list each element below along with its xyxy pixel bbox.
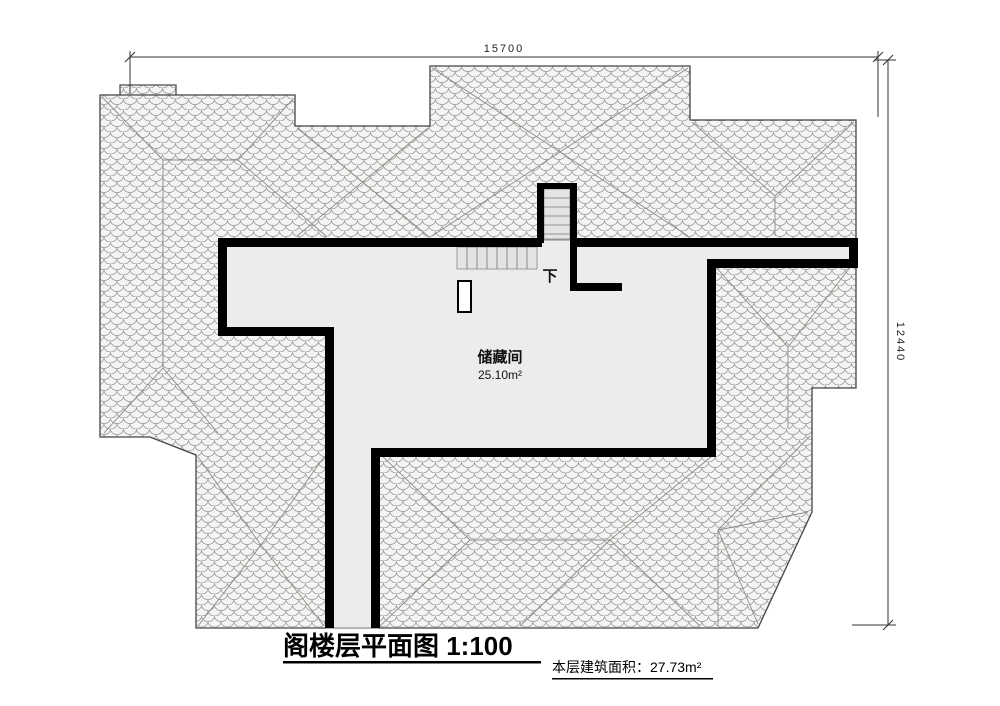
wall-top-left <box>218 238 542 247</box>
wall-top-right <box>573 238 858 247</box>
walls <box>218 183 858 628</box>
floor-area-note-underline <box>552 678 713 680</box>
wall-stair-left <box>537 183 544 243</box>
wall-right-step <box>707 259 858 268</box>
stair-upper-treads <box>544 197 570 235</box>
wall-strip-right <box>371 448 380 628</box>
stair-down-label: 下 <box>542 268 557 285</box>
dimension-right <box>852 54 896 631</box>
dimension-width-label: 15700 <box>484 43 525 55</box>
wall-left <box>218 238 227 336</box>
wall-left-lower <box>325 327 334 628</box>
stair-column <box>457 280 472 313</box>
wall-right-edge <box>849 238 858 268</box>
wall-left-step <box>218 327 334 336</box>
wall-stair-cap <box>537 183 577 189</box>
wall-stair-stub <box>570 283 622 291</box>
room-area-label: 25.10m² <box>478 368 522 382</box>
drawing-title-underline <box>283 661 541 664</box>
drawing-title: 阁楼层平面图 1:100 <box>283 631 513 661</box>
floor-area-note: 本层建筑面积：27.73m² <box>552 659 702 675</box>
stair-lower-treads <box>466 247 528 269</box>
dimension-height-label: 12440 <box>894 322 906 363</box>
dimension-top <box>124 51 884 117</box>
wall-stair-right <box>570 183 577 291</box>
wall-right-inner <box>707 259 716 457</box>
stair-upper-run <box>543 188 571 240</box>
roof-ridge-lines <box>101 67 855 627</box>
wall-bottom <box>371 448 716 457</box>
room-name-label: 储藏间 <box>477 348 522 366</box>
